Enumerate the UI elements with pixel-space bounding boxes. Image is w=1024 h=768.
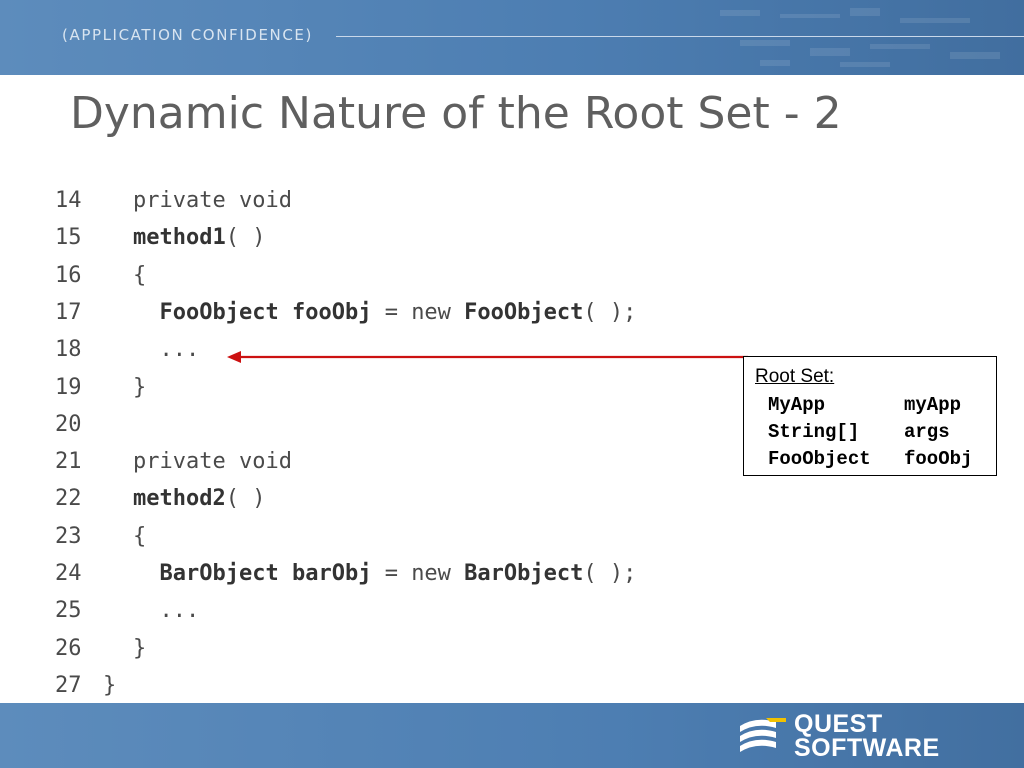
root-set-type: FooObject	[768, 448, 871, 470]
header-texture-decoration	[720, 8, 1000, 67]
line-number: 25	[55, 598, 82, 624]
code-text: private void	[133, 449, 292, 474]
line-number: 19	[55, 374, 82, 400]
code-text: private void	[133, 188, 292, 213]
code-text: }	[133, 375, 146, 400]
code-text: {	[133, 524, 146, 549]
line-number: 21	[55, 449, 82, 475]
code-token: = new	[371, 561, 465, 586]
root-set-label: Root Set:	[755, 366, 835, 387]
line-number: 16	[55, 262, 82, 288]
code-token: {	[133, 523, 147, 549]
code-token-bold: method2	[133, 486, 226, 512]
root-set-name: args	[904, 421, 950, 443]
logo-line1: QUEST	[794, 710, 883, 738]
quest-logo-icon	[740, 718, 786, 752]
code-token	[279, 561, 292, 586]
code-token-bold: BarObject	[159, 561, 279, 586]
logo-line2: SOFTWARE	[794, 734, 940, 762]
line-number: 15	[55, 225, 82, 251]
code-text: FooObject fooObj = new FooObject( );	[133, 299, 637, 325]
code-token: ...	[133, 598, 200, 624]
code-token: }	[103, 672, 117, 698]
code-text: }	[103, 673, 116, 698]
code-text: method1( )	[133, 225, 265, 250]
line-number: 20	[55, 411, 82, 437]
code-token-bold: BarObject	[464, 561, 584, 586]
root-set-box: Root Set: MyApp myApp String[] args FooObj…	[743, 356, 997, 476]
line-number: 17	[55, 299, 82, 325]
code-token: }	[133, 374, 147, 400]
root-set-type: MyApp	[768, 394, 826, 416]
line-number: 26	[55, 635, 82, 661]
footer-band	[0, 703, 1024, 768]
pointer-arrow	[227, 351, 748, 363]
line-number: 23	[55, 523, 82, 549]
code-token: ( );	[583, 561, 637, 586]
root-set-row: String[] args	[768, 421, 950, 443]
code-token: private void	[133, 449, 292, 475]
code-token: ( );	[583, 299, 637, 325]
code-token-bold: FooObject	[159, 299, 279, 325]
code-token-bold: fooObj	[291, 299, 372, 325]
code-token-bold: FooObject	[464, 299, 584, 325]
header-tagline: (APPLICATION CONFIDENCE)	[62, 26, 313, 44]
code-token	[133, 300, 160, 325]
line-number: 22	[55, 486, 82, 512]
code-text: }	[133, 636, 146, 661]
code-text: {	[133, 263, 146, 288]
code-token: }	[133, 635, 147, 661]
code-token-bold: method1	[133, 225, 226, 251]
line-number: 24	[55, 561, 82, 586]
root-set-type: String[]	[768, 421, 860, 443]
slide-title: Dynamic Nature of the Root Set - 2	[70, 88, 842, 139]
line-number: 27	[55, 672, 82, 698]
code-token: private void	[133, 188, 292, 213]
code-text: method2( )	[133, 486, 265, 511]
code-token: {	[133, 262, 147, 288]
code-token: ( )	[225, 486, 266, 512]
header-band: (APPLICATION CONFIDENCE)	[0, 0, 1024, 75]
code-text: ...	[133, 598, 199, 623]
code-token	[133, 561, 160, 586]
header-rule	[336, 36, 1024, 37]
code-token	[279, 300, 292, 325]
root-set-name: myApp	[904, 394, 962, 416]
root-set-row: FooObject fooObj	[768, 448, 972, 470]
code-text: ...	[133, 337, 199, 362]
line-number: 14	[55, 188, 82, 213]
line-number: 18	[55, 337, 82, 363]
quest-software-logo: QUEST SOFTWARE	[736, 710, 986, 762]
root-set-row: MyApp myApp	[768, 394, 961, 416]
code-token: = new	[371, 299, 465, 325]
root-set-name: fooObj	[904, 448, 973, 470]
code-token: ...	[133, 337, 200, 363]
code-token: ( )	[225, 225, 266, 251]
code-text: BarObject barObj = new BarObject( );	[133, 561, 637, 586]
code-token-bold: barObj	[291, 561, 372, 586]
